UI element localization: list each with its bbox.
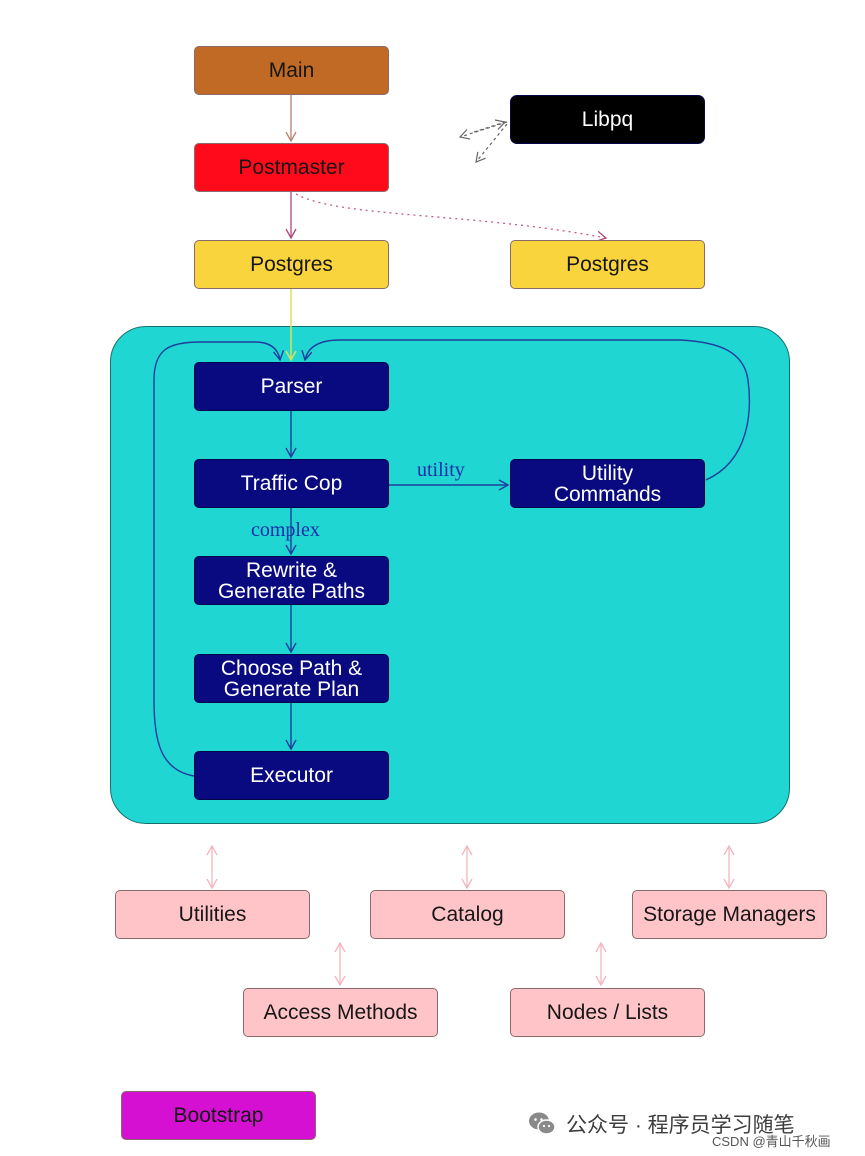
wechat-icon (529, 1112, 556, 1135)
arrow-utility-loop-parser (301, 339, 751, 481)
postgres-node-left: Postgres (194, 240, 389, 289)
catalog-node: Catalog (370, 890, 565, 939)
libpq-node: Libpq (510, 95, 705, 144)
main-node: Main (194, 46, 389, 95)
complex-edge-label: complex (251, 519, 320, 541)
utilities-node: Utilities (115, 890, 310, 939)
storage-managers-node: Storage Managers (632, 890, 827, 939)
watermark-credit: CSDN @青山千秋画 (712, 1134, 831, 1149)
rewrite-node: Rewrite & Generate Paths (194, 556, 389, 605)
traffic-cop-node: Traffic Cop (194, 459, 389, 508)
postmaster-node: Postmaster (194, 143, 389, 192)
access-methods-node: Access Methods (243, 988, 438, 1037)
watermark: 公众号 · 程序员学习随笔 (528, 1109, 795, 1139)
bootstrap-node: Bootstrap (121, 1091, 316, 1140)
executor-node: Executor (194, 751, 389, 800)
utility-commands-node: Utility Commands (510, 459, 705, 508)
arrow-libpq-lower (475, 123, 508, 163)
postgres-node-right: Postgres (510, 240, 705, 289)
arrow-executor-loop-parser (153, 341, 285, 777)
nodes-lists-node: Nodes / Lists (510, 988, 705, 1037)
utility-edge-label: utility (417, 459, 465, 481)
parser-node: Parser (194, 362, 389, 411)
watermark-account: 公众号 · 程序员学习随笔 (566, 1114, 795, 1137)
choose-path-node: Choose Path & Generate Plan (194, 654, 389, 703)
